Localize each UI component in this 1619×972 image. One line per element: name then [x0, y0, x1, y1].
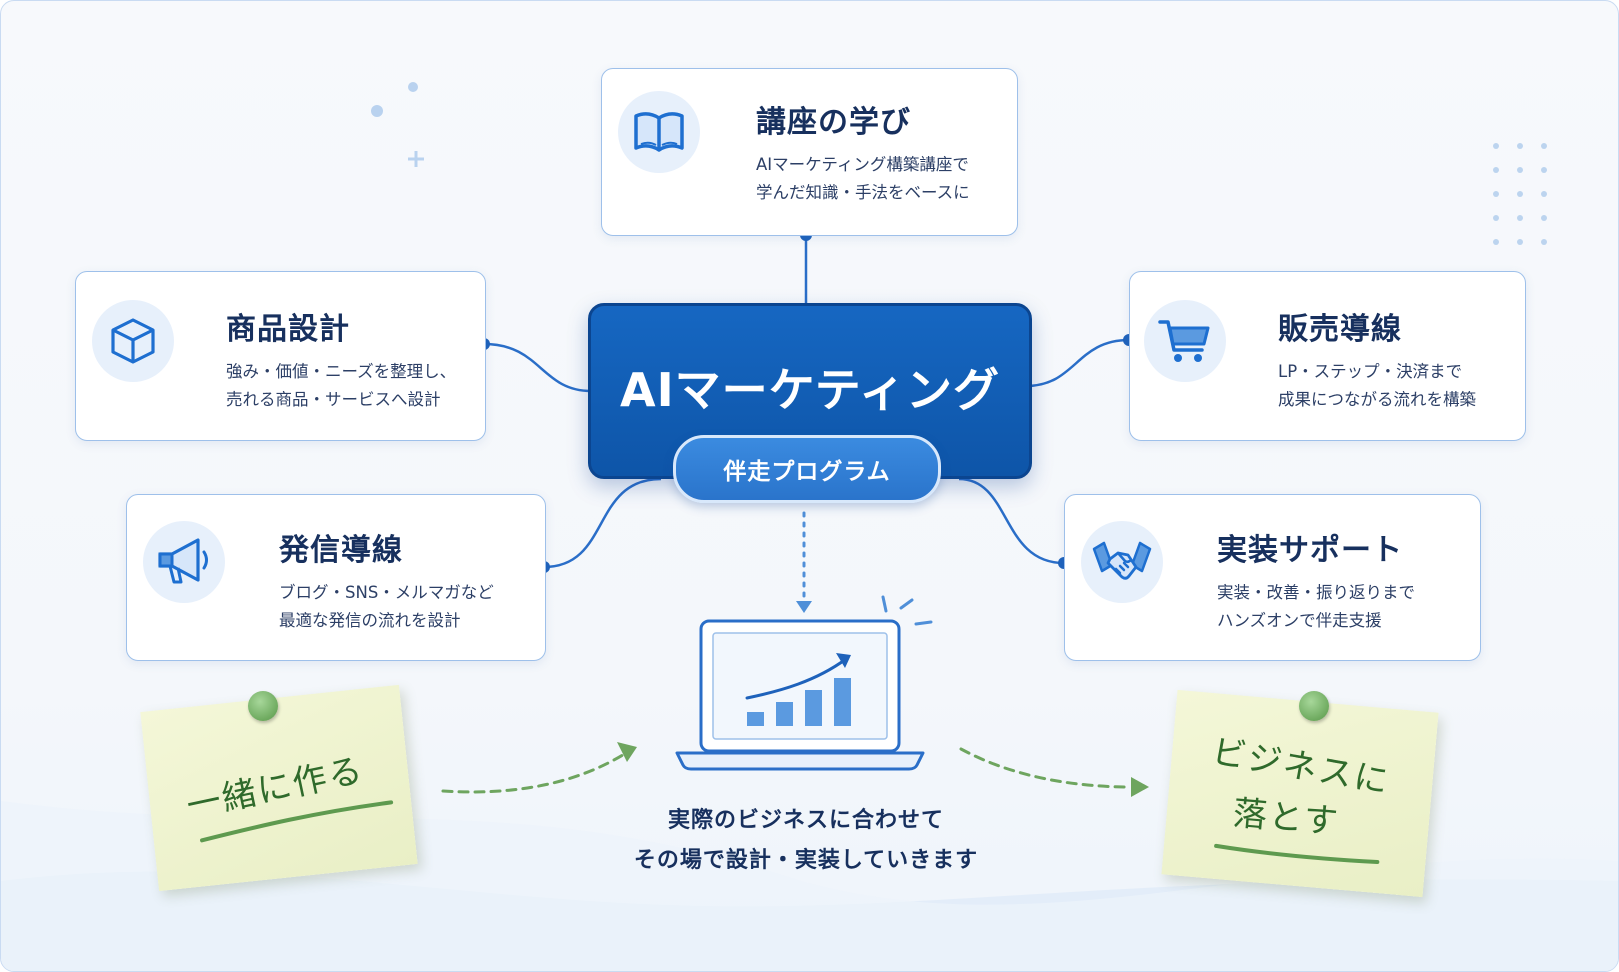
hub-title: AIマーケティング [619, 363, 1001, 417]
card-sales-funnel: 販売導線 LP・ステップ・決済まで 成果につながる流れを構築 [1129, 271, 1526, 441]
decor-plus-icon [408, 151, 424, 167]
card-description-line: 最適な発信の流れを設計 [279, 611, 461, 630]
card-description-line: 強み・価値・ニーズを整理し、 [226, 362, 457, 381]
icon-circle [92, 300, 174, 382]
caption-line: その場で設計・実装していきます [633, 848, 979, 873]
card-learning: 講座の学び AIマーケティング構築講座で 学んだ知識・手法をベースに [601, 68, 1018, 236]
card-description-line: ブログ・SNS・メルマガなど [279, 583, 494, 602]
connector-product [483, 342, 592, 393]
card-description-line: AIマーケティング構築講座で [756, 155, 969, 174]
pin-icon [248, 691, 278, 721]
card-title: 発信導線 [279, 533, 403, 568]
note-underline [200, 800, 394, 843]
caption-line: 実際のビジネスに合わせて [667, 808, 944, 833]
handshake-icon [1092, 541, 1152, 580]
card-description-line: 学んだ知識・手法をベースに [756, 183, 970, 202]
laptop-growth-chart-icon [675, 595, 933, 771]
note-underline [1214, 843, 1380, 864]
cube-icon [111, 318, 155, 364]
dashed-arrow-laptop-to-right [959, 747, 1133, 789]
megaphone-icon [158, 538, 208, 584]
dashed-arrow-left-to-laptop [441, 751, 628, 794]
decor-dot-grid [1493, 143, 1547, 245]
decor-dot [371, 105, 383, 117]
icon-circle [143, 521, 225, 603]
bottom-caption: 実際のビジネスに合わせて その場で設計・実装していきます [561, 801, 1051, 881]
card-product-design: 商品設計 強み・価値・ニーズを整理し、 売れる商品・サービスへ設計 [75, 271, 486, 441]
connector-support [958, 477, 1065, 565]
dotted-arrow-down [796, 511, 812, 613]
icon-circle [1144, 300, 1226, 382]
open-book-icon [634, 112, 684, 152]
card-title: 講座の学び [756, 105, 911, 140]
card-description-line: 実装・改善・振り返りまで [1217, 583, 1415, 602]
card-description-line: 成果につながる流れを構築 [1278, 390, 1476, 409]
arrowhead [1131, 777, 1149, 797]
card-outreach-funnel: 発信導線 ブログ・SNS・メルマガなど 最適な発信の流れを設計 [126, 494, 546, 661]
card-title: 実装サポート [1217, 533, 1403, 568]
sticky-note-left: 一緒に作る [140, 684, 418, 892]
shopping-cart-icon [1158, 320, 1210, 362]
connector-sales [1025, 338, 1130, 388]
icon-circle [618, 91, 700, 173]
card-description-line: LP・ステップ・決済まで [1278, 362, 1463, 381]
card-implementation-support: 実装サポート 実装・改善・振り返りまで ハンズオンで伴走支援 [1064, 494, 1481, 661]
icon-circle [1081, 521, 1163, 603]
card-title: 商品設計 [226, 312, 350, 347]
note-text-line: 落とす [1231, 793, 1342, 843]
decor-dot [408, 82, 418, 92]
arrowhead [617, 742, 637, 762]
card-description-line: 売れる商品・サービスへ設計 [226, 390, 441, 409]
hub-subtitle-pill: 伴走プログラム [673, 435, 941, 503]
hub-subtitle: 伴走プログラム [723, 459, 891, 485]
card-title: 販売導線 [1278, 312, 1402, 347]
pin-icon [1299, 691, 1329, 721]
connector-outreach [543, 477, 662, 569]
sticky-note-right: ビジネスに 落とす [1161, 689, 1439, 898]
card-description-line: ハンズオンで伴走支援 [1217, 611, 1382, 630]
